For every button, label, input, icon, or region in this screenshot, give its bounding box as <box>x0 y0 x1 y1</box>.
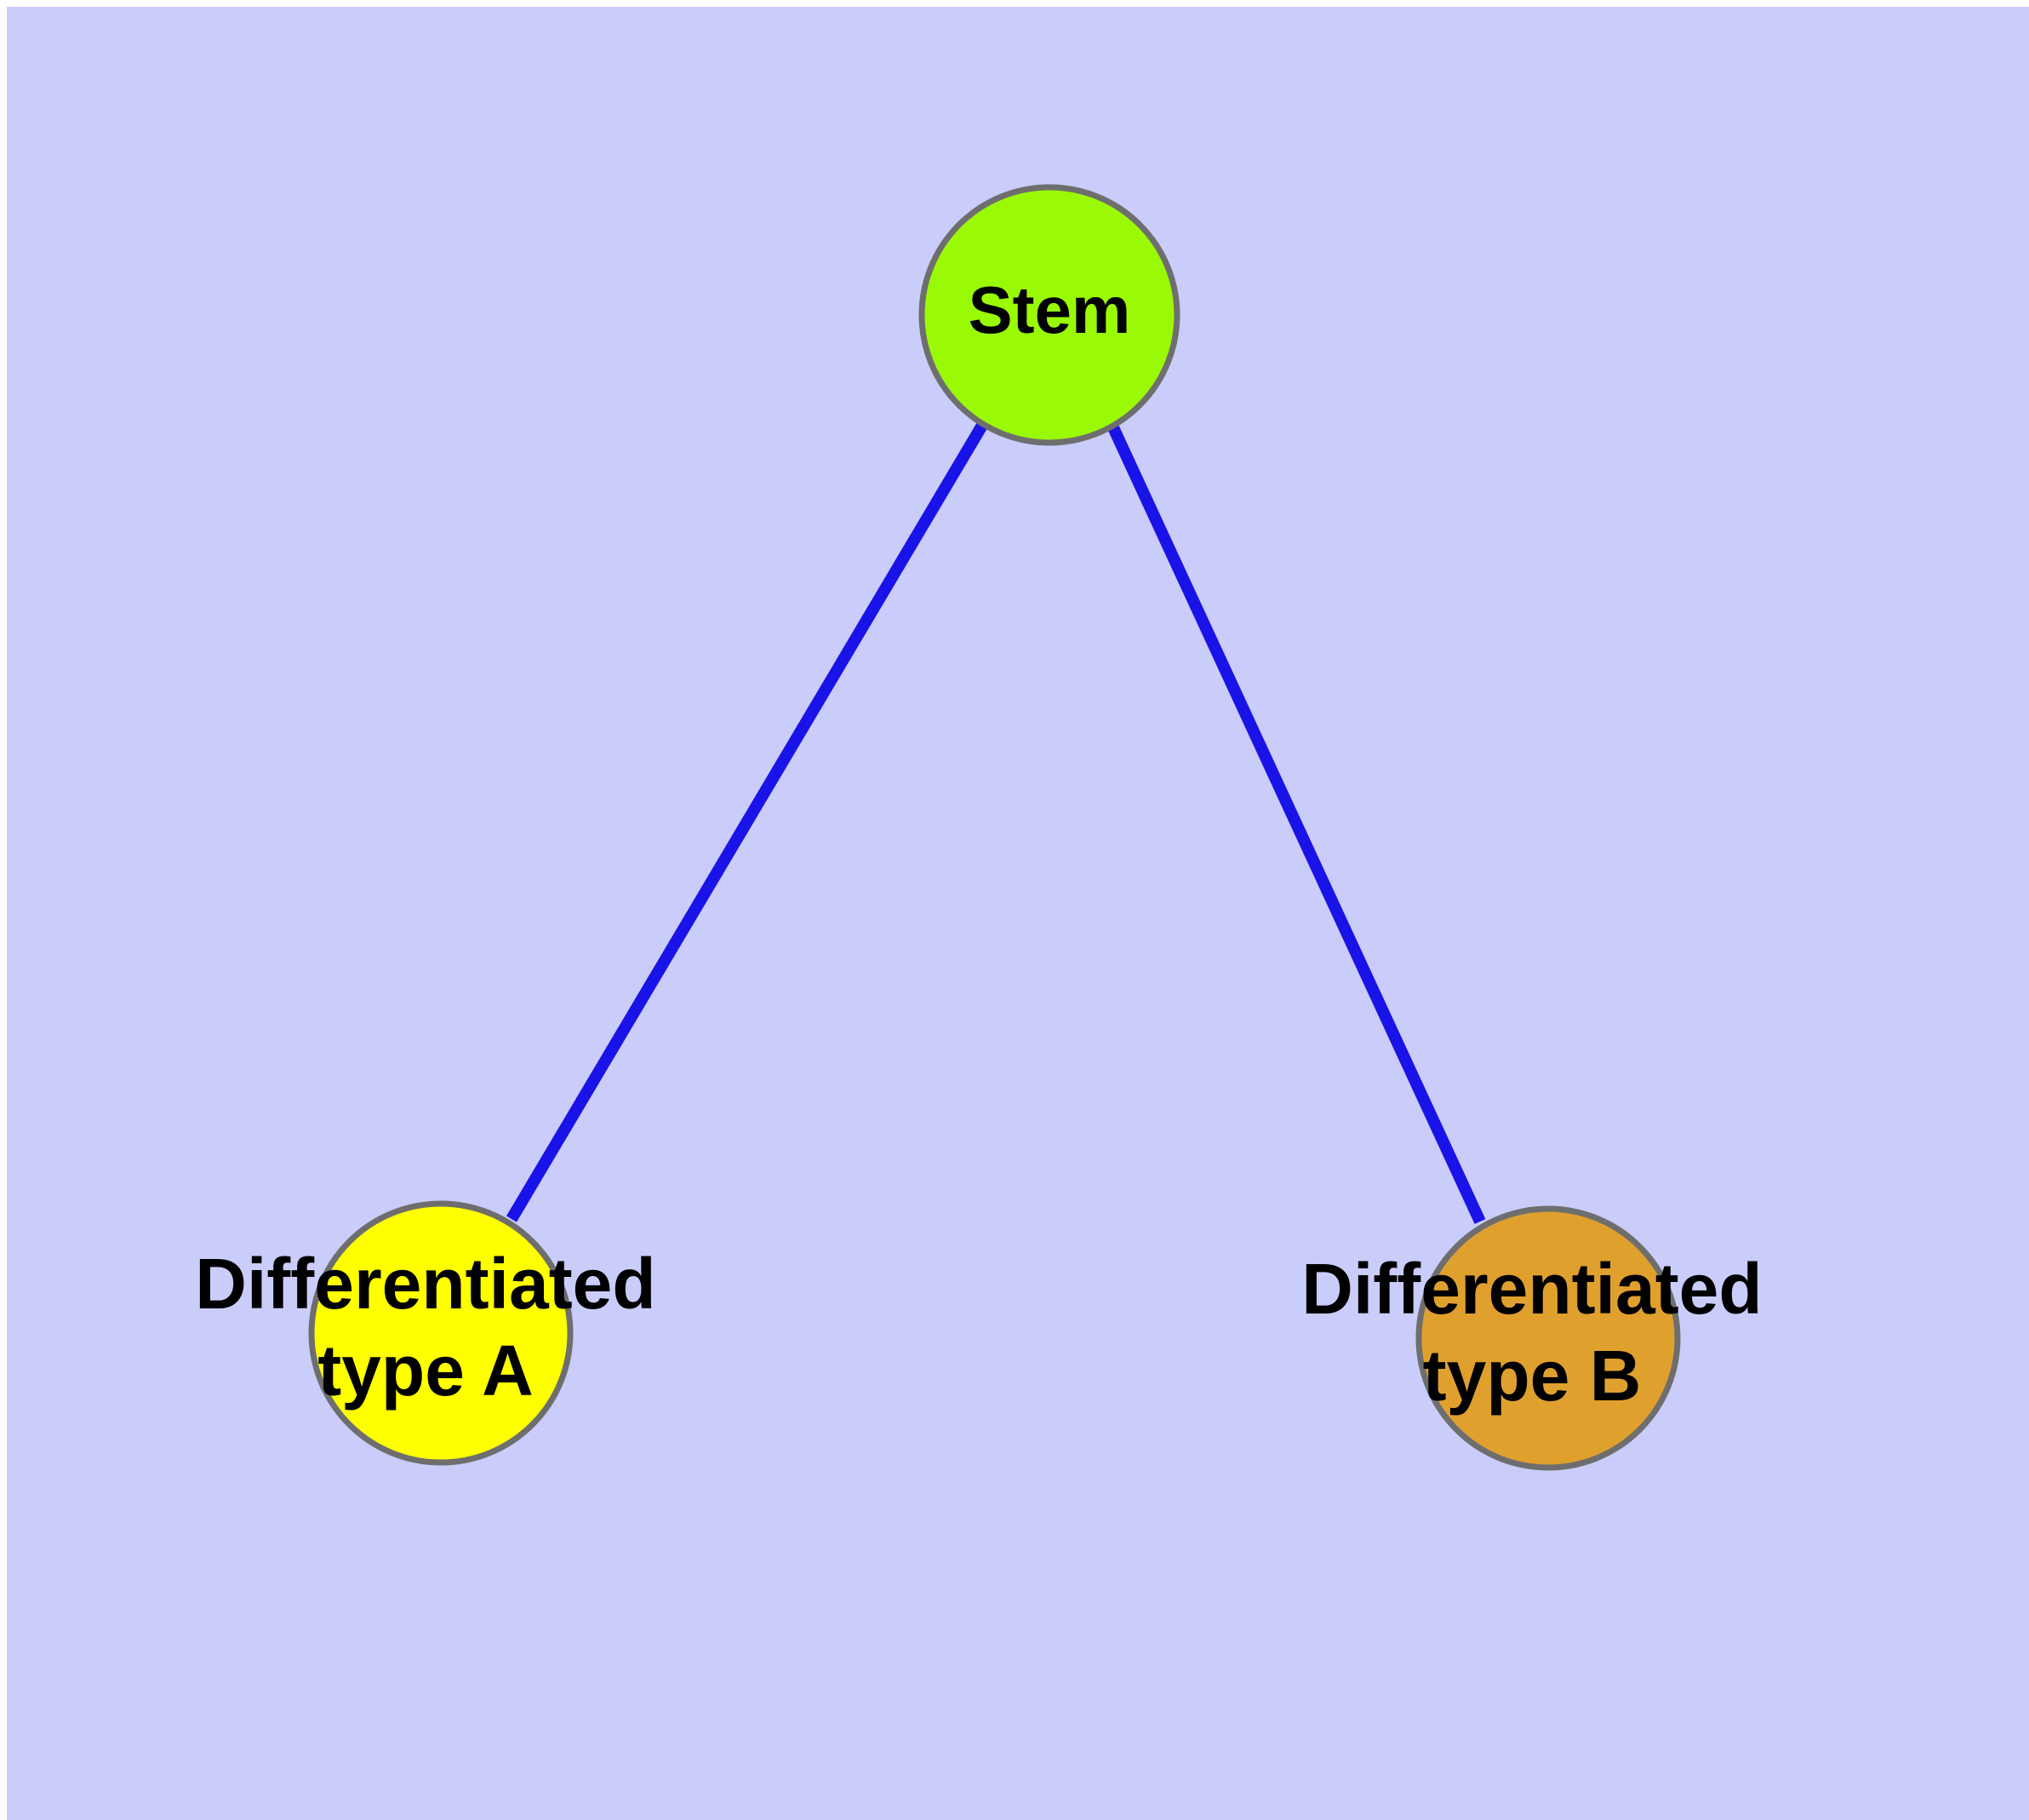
node-label-line: type A <box>317 1331 534 1411</box>
node-label-line: Stem <box>969 272 1131 347</box>
node-diff_b[interactable] <box>1415 1205 1681 1471</box>
node-label-line: type B <box>1423 1336 1642 1416</box>
node-label-line: Differentiated <box>1301 1249 1762 1329</box>
nodes-layer <box>308 184 1681 1471</box>
edge-stem-diff-a[interactable] <box>506 421 989 1222</box>
edge-stem-diff-b[interactable] <box>1106 423 1486 1224</box>
node-diff_a[interactable] <box>308 1200 574 1466</box>
node-label-stem: Stem <box>969 272 1131 347</box>
node-stem[interactable] <box>918 184 1180 446</box>
node-label-line: Differentiated <box>195 1244 655 1324</box>
edges-layer <box>506 421 1486 1224</box>
